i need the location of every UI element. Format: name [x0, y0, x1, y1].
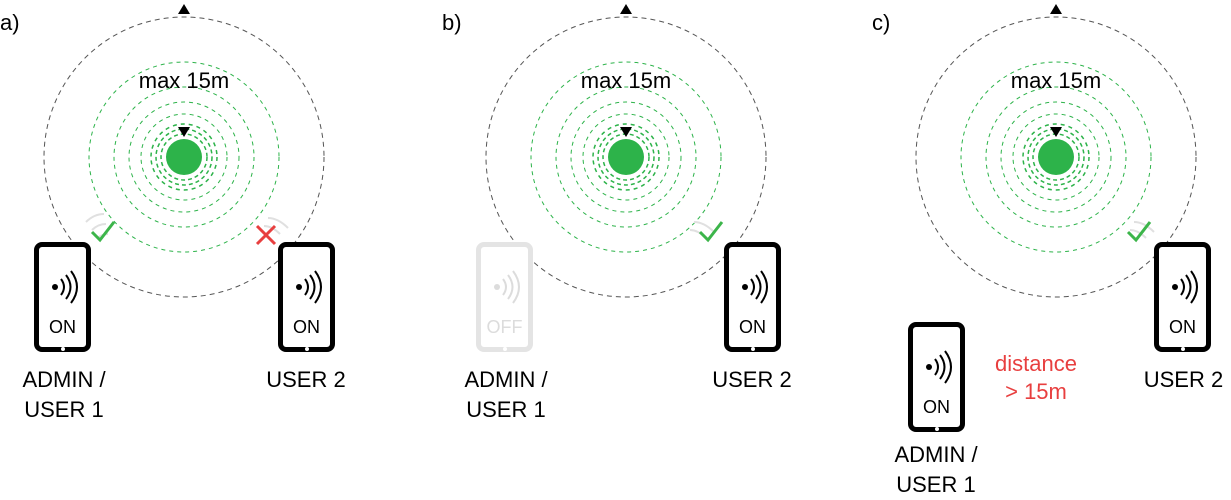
- beacon-marker-icon: [1050, 127, 1062, 137]
- panel-a: a) max 15m ON ADMIN / USER 1 ON USER 2: [0, 0, 420, 497]
- home-button: [934, 427, 939, 431]
- home-button: [60, 347, 65, 351]
- phone-label: USER 2: [246, 365, 366, 395]
- phone-user2: ON: [1154, 242, 1211, 352]
- phone-user2: ON: [278, 242, 335, 352]
- panel-letter: c): [872, 10, 891, 35]
- top-marker-icon: [178, 4, 190, 14]
- phone-label: ADMIN / USER 1: [4, 365, 124, 425]
- nfc-icon: [1172, 270, 1198, 304]
- beacon-dot: [608, 139, 644, 175]
- phone-label: USER 2: [692, 365, 812, 395]
- nfc-icon: [742, 270, 768, 304]
- range-rings: [43, 4, 325, 298]
- nfc-icon: [296, 270, 322, 304]
- panel-b: b) max 15m OFF ADMIN / USER 1 ON USER 2: [442, 0, 862, 497]
- label-line: USER 1: [896, 472, 976, 497]
- range-label: max 15m: [1010, 68, 1102, 93]
- home-button: [750, 347, 755, 351]
- phone-state: ON: [1169, 317, 1196, 337]
- label-line: USER 2: [1143, 367, 1224, 392]
- phone-admin: OFF: [476, 242, 533, 352]
- panel-letter: a): [0, 10, 20, 35]
- nfc-icon: [52, 270, 78, 304]
- range-label: max 15m: [580, 68, 672, 93]
- cross-icon: [255, 224, 277, 246]
- distance-line: > 15m: [1005, 379, 1067, 404]
- phone-label: USER 2: [1136, 365, 1231, 395]
- beacon-marker-icon: [620, 127, 632, 137]
- top-marker-icon: [620, 4, 632, 14]
- phone-state: OFF: [486, 317, 523, 337]
- panel-letter: b): [442, 10, 462, 35]
- beacon-dot: [1038, 139, 1074, 175]
- panel-c: c) max 15m ON ADMIN / USER 1 distance > …: [872, 0, 1231, 497]
- range-rings: [915, 4, 1197, 298]
- phone-admin: ON: [34, 242, 91, 352]
- range-label: max 15m: [138, 68, 230, 93]
- label-line: USER 1: [466, 397, 546, 422]
- phone-state: ON: [739, 317, 766, 337]
- nfc-icon: [494, 270, 520, 304]
- distance-line: distance: [995, 351, 1077, 376]
- label-line: ADMIN /: [894, 442, 978, 467]
- check-icon: [90, 221, 116, 243]
- distance-warning: distance > 15m: [976, 350, 1096, 406]
- label-line: USER 1: [24, 397, 104, 422]
- beacon-marker-icon: [178, 127, 190, 137]
- phone-state: ON: [49, 317, 76, 337]
- label-line: ADMIN /: [464, 367, 548, 392]
- phone-label: ADMIN / USER 1: [446, 365, 566, 425]
- top-marker-icon: [1050, 4, 1062, 14]
- check-icon: [698, 221, 724, 243]
- phone-state: ON: [923, 397, 950, 417]
- phone-label: ADMIN / USER 1: [876, 440, 996, 500]
- label-line: USER 2: [712, 367, 792, 392]
- label-line: ADMIN /: [22, 367, 106, 392]
- phone-admin: ON: [908, 322, 965, 432]
- range-rings: [485, 4, 767, 298]
- check-icon: [1126, 221, 1152, 243]
- phone-user2: ON: [724, 242, 781, 352]
- nfc-icon: [926, 350, 952, 384]
- phone-state: ON: [293, 317, 320, 337]
- beacon-dot: [166, 139, 202, 175]
- home-button: [502, 347, 507, 351]
- home-button: [1180, 347, 1185, 351]
- home-button: [304, 347, 309, 351]
- label-line: USER 2: [266, 367, 346, 392]
